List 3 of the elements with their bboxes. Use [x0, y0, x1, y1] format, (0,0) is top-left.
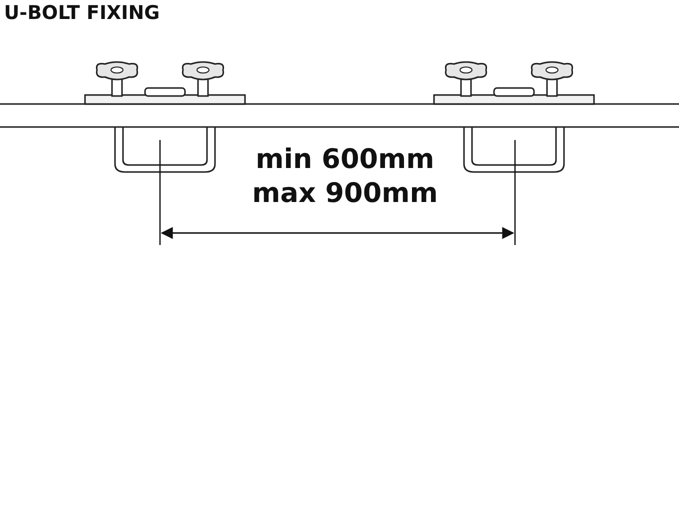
title: U-BOLT FIXING [4, 2, 160, 24]
dimension-label: min 600mm [254, 144, 436, 175]
dimension-label: max 900mm [251, 178, 439, 209]
